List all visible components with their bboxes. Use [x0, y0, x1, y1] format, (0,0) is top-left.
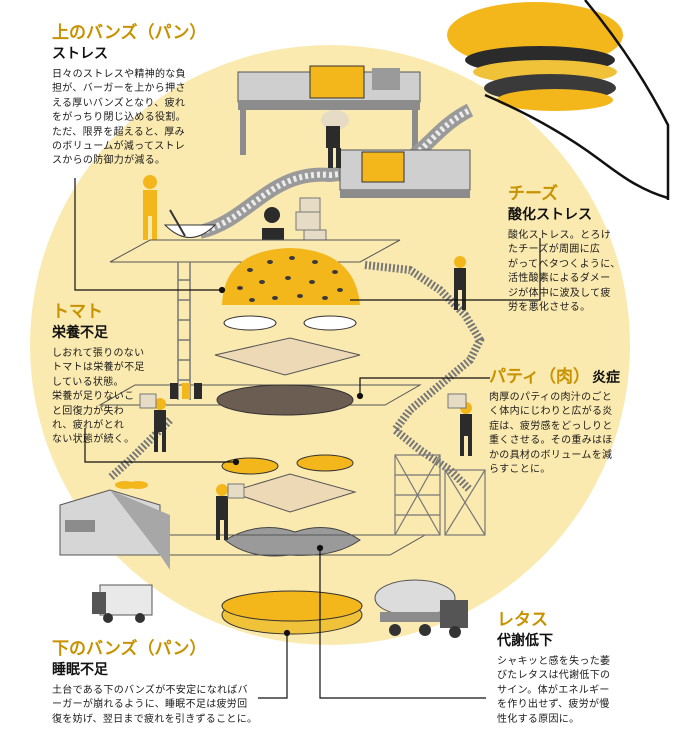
- worker-with-box-4: [216, 483, 245, 540]
- text-line: 日々のストレスや精神的な負: [52, 69, 186, 80]
- worker-with-box-2: [139, 393, 166, 452]
- middle-machine: [339, 149, 471, 198]
- text-line: スからの防御力が減る。: [52, 155, 166, 167]
- text-line: 担が、バーガーを上から押さ: [52, 83, 186, 95]
- text-line: ない状態が続く。: [52, 434, 135, 446]
- text-line: サイン。体がエネルギー: [497, 684, 610, 696]
- text-line: をがっちり閉じ込める役割。: [52, 112, 186, 124]
- lettuce-title: レタス: [497, 610, 548, 630]
- top-bun-body: 日々のストレスや精神的な負 担が、バーガーを上から押さ える厚いバンズとなり、疲…: [52, 68, 206, 169]
- text-line: トマトは栄養が不足: [52, 362, 145, 374]
- text-line: がってベタつくように、: [508, 258, 621, 270]
- text-line: 土台である下のバンズが不安定になればバ: [52, 685, 248, 696]
- text-line: している状態。: [52, 376, 124, 388]
- lower-slice: [228, 473, 357, 513]
- text-line: 栄養が足りないこ: [52, 391, 135, 403]
- patty: [216, 384, 354, 416]
- text-line: ーガーが崩れるように、睡眠不足は疲労回: [52, 699, 248, 711]
- top-bun-subtitle: ストレス: [52, 46, 108, 62]
- top-bun-title: 上のバンズ（パン）: [52, 23, 207, 43]
- worker-mixing: [143, 175, 217, 240]
- delivery-truck: [92, 584, 153, 623]
- top-conveyor: [237, 65, 421, 155]
- bottom-bun: [221, 590, 363, 635]
- right-stair: [364, 261, 485, 493]
- background-circle: [30, 45, 630, 645]
- text-line: 復を妨げ、翌日まで疲れを引きずることに。: [52, 713, 258, 725]
- cheese-slice: [214, 337, 361, 376]
- bottles: [170, 383, 202, 399]
- patty-title: パティ（肉）: [489, 367, 590, 387]
- tomato-annotation: トマト 栄養不足 しおれて張りのない トマトは栄養が不足 している状態。 栄養が…: [52, 301, 145, 448]
- text-line: らすことに。: [489, 464, 551, 476]
- worker-with-box-3: [447, 393, 472, 456]
- hand-held-burger: [447, 0, 670, 200]
- text-line: を作り出せず、疲労が慢: [497, 699, 610, 711]
- text-line: シャキッと感を失った萎: [497, 656, 611, 667]
- text-line: ただ、限界を超えると、厚み: [52, 126, 185, 138]
- text-line: びたレタスは代謝低下の: [497, 670, 611, 682]
- text-line: しおれて張りのない: [52, 348, 145, 359]
- bottom-bun-title: 下のバンズ（パン）: [52, 639, 207, 659]
- text-line: 性化する原因に。: [497, 713, 580, 725]
- patty-annotation: パティ（肉）炎症 肉厚のパティの肉汁のごと く体内にじわりと広がる炎 症は、疲労…: [489, 366, 620, 477]
- top-bun-annotation: 上のバンズ（パン） ストレス 日々のストレスや精神的な負 担が、バーガーを上から…: [52, 22, 206, 169]
- text-line: たチーズが周囲に広: [508, 244, 601, 256]
- patty-heading: パティ（肉）炎症: [489, 366, 620, 389]
- text-line: ジが体中に波及して疲: [508, 287, 611, 299]
- cheese-annotation: チーズ 酸化ストレス 酸化ストレス。とろけ たチーズが周囲に広 がってベタつくよ…: [508, 183, 621, 315]
- left-ladder: [177, 262, 191, 400]
- cheese-body: 酸化ストレス。とろけ たチーズが周囲に広 がってベタつくように、 活性酸素による…: [508, 229, 621, 315]
- tanker-truck: [374, 579, 468, 638]
- lettuce-annotation: レタス 代謝低下 シャキッと感を失った萎 びたレタスは代謝低下の サイン。体がエ…: [497, 609, 610, 727]
- pickles: [223, 315, 357, 331]
- patty-body: 肉厚のパティの肉汁のごと く体内にじわりと広がる炎 症は、疲労感をどっしりと 重…: [489, 391, 620, 477]
- text-line: 労を悪化させる。: [508, 302, 591, 314]
- patty-subtitle: 炎症: [591, 370, 620, 386]
- text-line: 肉厚のパティの肉汁のごと: [489, 392, 612, 403]
- text-line: 酸化ストレス。とろけ: [508, 230, 611, 241]
- text-line: 活性酸素によるダメー: [508, 273, 611, 285]
- worker-carrying-sack: [321, 110, 349, 168]
- text-line: と回復力が失わ: [52, 405, 125, 417]
- top-bun: [222, 248, 360, 305]
- bottom-bun-subtitle: 睡眠不足: [52, 662, 108, 678]
- tomato-subtitle: 栄養不足: [52, 325, 108, 341]
- bottom-bun-annotation: 下のバンズ（パン） 睡眠不足 土台である下のバンズが不安定になればバ ーガーが崩…: [52, 638, 257, 727]
- scaffold-tower: [394, 454, 486, 536]
- cheese-title: チーズ: [508, 184, 559, 204]
- lettuce-body: シャキッと感を失った萎 びたレタスは代謝低下の サイン。体がエネルギー を作り出…: [497, 655, 610, 727]
- text-line: 重くさせる。その重みはほ: [489, 435, 613, 447]
- text-line: れ、疲れがとれ: [52, 420, 125, 432]
- text-line: く体内にじわりと広がる炎: [489, 406, 613, 418]
- lettuce-subtitle: 代謝低下: [497, 633, 553, 649]
- tomato-body: しおれて張りのない トマトは栄養が不足 している状態。 栄養が足りないこ と回復…: [52, 347, 145, 448]
- text-line: える厚いバンズとなり、疲れ: [52, 97, 186, 109]
- cheese-subtitle: 酸化ストレス: [508, 207, 592, 223]
- text-line: 症は、疲労感をどっしりと: [489, 420, 613, 432]
- bottom-bun-body: 土台である下のバンズが不安定になればバ ーガーが崩れるように、睡眠不足は疲労回 …: [52, 684, 257, 727]
- tomato-title: トマト: [52, 302, 103, 322]
- warehouse: [59, 481, 170, 570]
- text-line: かの具材のボリュームを減: [489, 449, 613, 461]
- text-line: のボリュームが減ってストレ: [52, 141, 186, 153]
- leader-lines: [74, 178, 541, 699]
